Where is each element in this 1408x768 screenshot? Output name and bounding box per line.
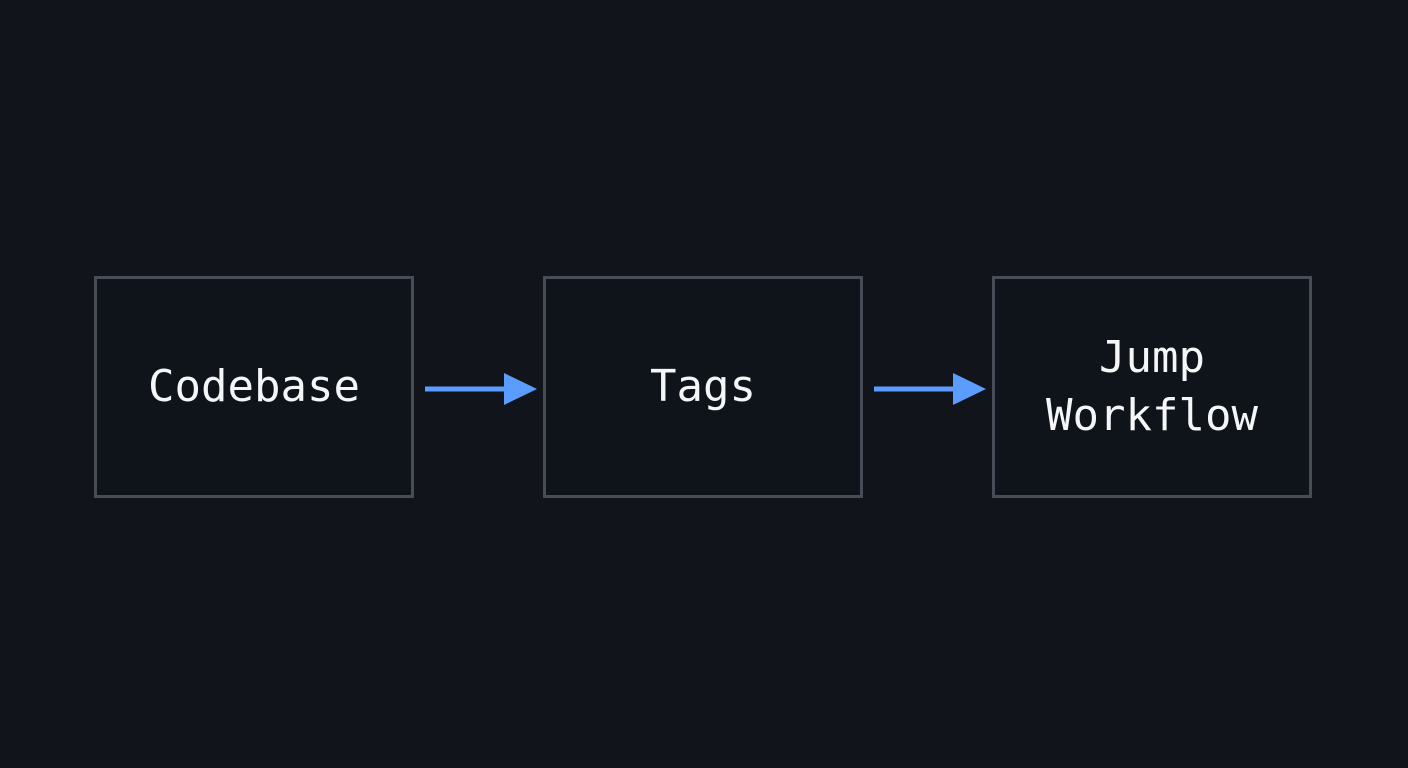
tags-node: Tags: [543, 276, 863, 498]
jump-workflow-node: Jump Workflow: [992, 276, 1312, 498]
codebase-node: Codebase: [94, 276, 414, 498]
tags-label: Tags: [650, 361, 756, 412]
arrow-codebase-to-tags: [425, 373, 537, 405]
codebase-label: Codebase: [148, 361, 360, 412]
jump-workflow-label: Jump Workflow: [1046, 332, 1258, 441]
arrow-tags-to-jump-workflow: [874, 373, 986, 405]
